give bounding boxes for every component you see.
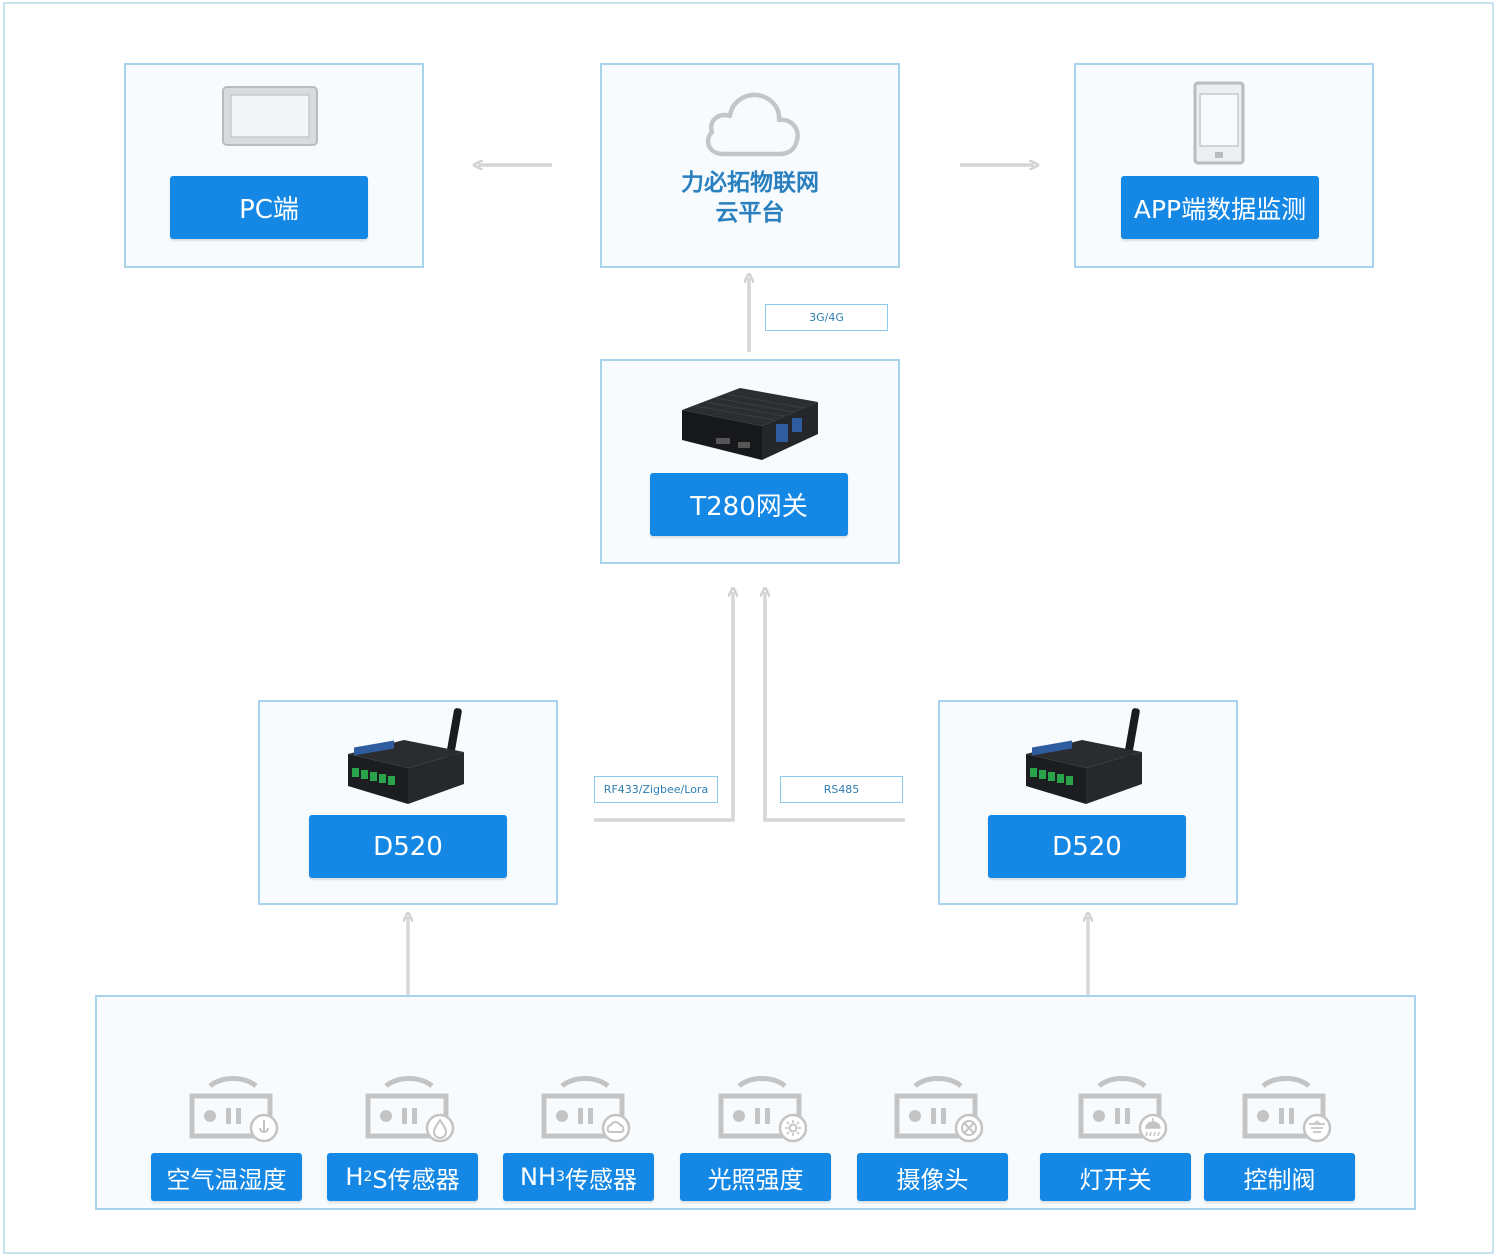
diagram-frame	[3, 2, 1494, 1254]
sensor-button-light-switch[interactable]: 灯开关	[1040, 1153, 1191, 1201]
gateway-button[interactable]: T280网关	[650, 473, 848, 536]
sensor-device-icon-3	[541, 1076, 631, 1143]
sensor-label-h2s-main: H	[345, 1163, 364, 1191]
pc-button[interactable]: PC端	[170, 176, 368, 239]
sensor-device-icon-5	[894, 1076, 984, 1143]
cloud-icon	[705, 92, 800, 157]
sensor-button-light-intensity[interactable]: 光照强度	[680, 1153, 831, 1201]
monitor-icon	[222, 86, 318, 146]
arrow-left-node-to-gateway	[594, 592, 733, 822]
sensor-label-h2s-rest: S传感器	[372, 1165, 460, 1194]
cloud-platform-title: 力必拓物联网 云平台	[600, 168, 900, 228]
sensor-button-air-temp-humidity[interactable]: 空气温湿度	[151, 1153, 302, 1201]
gateway-device-icon	[682, 388, 818, 460]
left-node-button[interactable]: D520	[309, 815, 507, 878]
link-label-rs485: RS485	[780, 776, 903, 803]
sensor-button-camera[interactable]: 摄像头	[857, 1153, 1008, 1201]
sensor-button-control-valve[interactable]: 控制阀	[1204, 1153, 1355, 1201]
phone-icon	[1193, 81, 1245, 165]
sensor-label-nh3-main: NH	[520, 1163, 557, 1191]
link-label-3g4g: 3G/4G	[765, 304, 888, 331]
sensor-label-h2s-sub: 2	[363, 1169, 373, 1185]
d520-device-icon	[348, 708, 464, 804]
app-button[interactable]: APP端数据监测	[1121, 176, 1319, 239]
sensor-device-icon-6	[1078, 1076, 1168, 1143]
arrow-right-node-to-gateway	[765, 592, 905, 822]
sensor-device-icon-7	[1242, 1076, 1332, 1143]
sensor-device-icon-2	[365, 1076, 455, 1143]
sensor-label-nh3-rest: 传感器	[564, 1165, 637, 1194]
link-label-wireless: RF433/Zigbee/Lora	[594, 776, 718, 803]
sensor-device-icon-1	[189, 1076, 279, 1143]
cloud-platform-line1: 力必拓物联网	[681, 170, 819, 196]
d520-device-icon	[1026, 708, 1142, 804]
sensor-device-icon-4	[718, 1076, 808, 1143]
sensor-label-nh3-sub: 3	[556, 1169, 565, 1185]
right-node-button[interactable]: D520	[988, 815, 1186, 878]
cloud-platform-line2: 云平台	[715, 200, 785, 226]
